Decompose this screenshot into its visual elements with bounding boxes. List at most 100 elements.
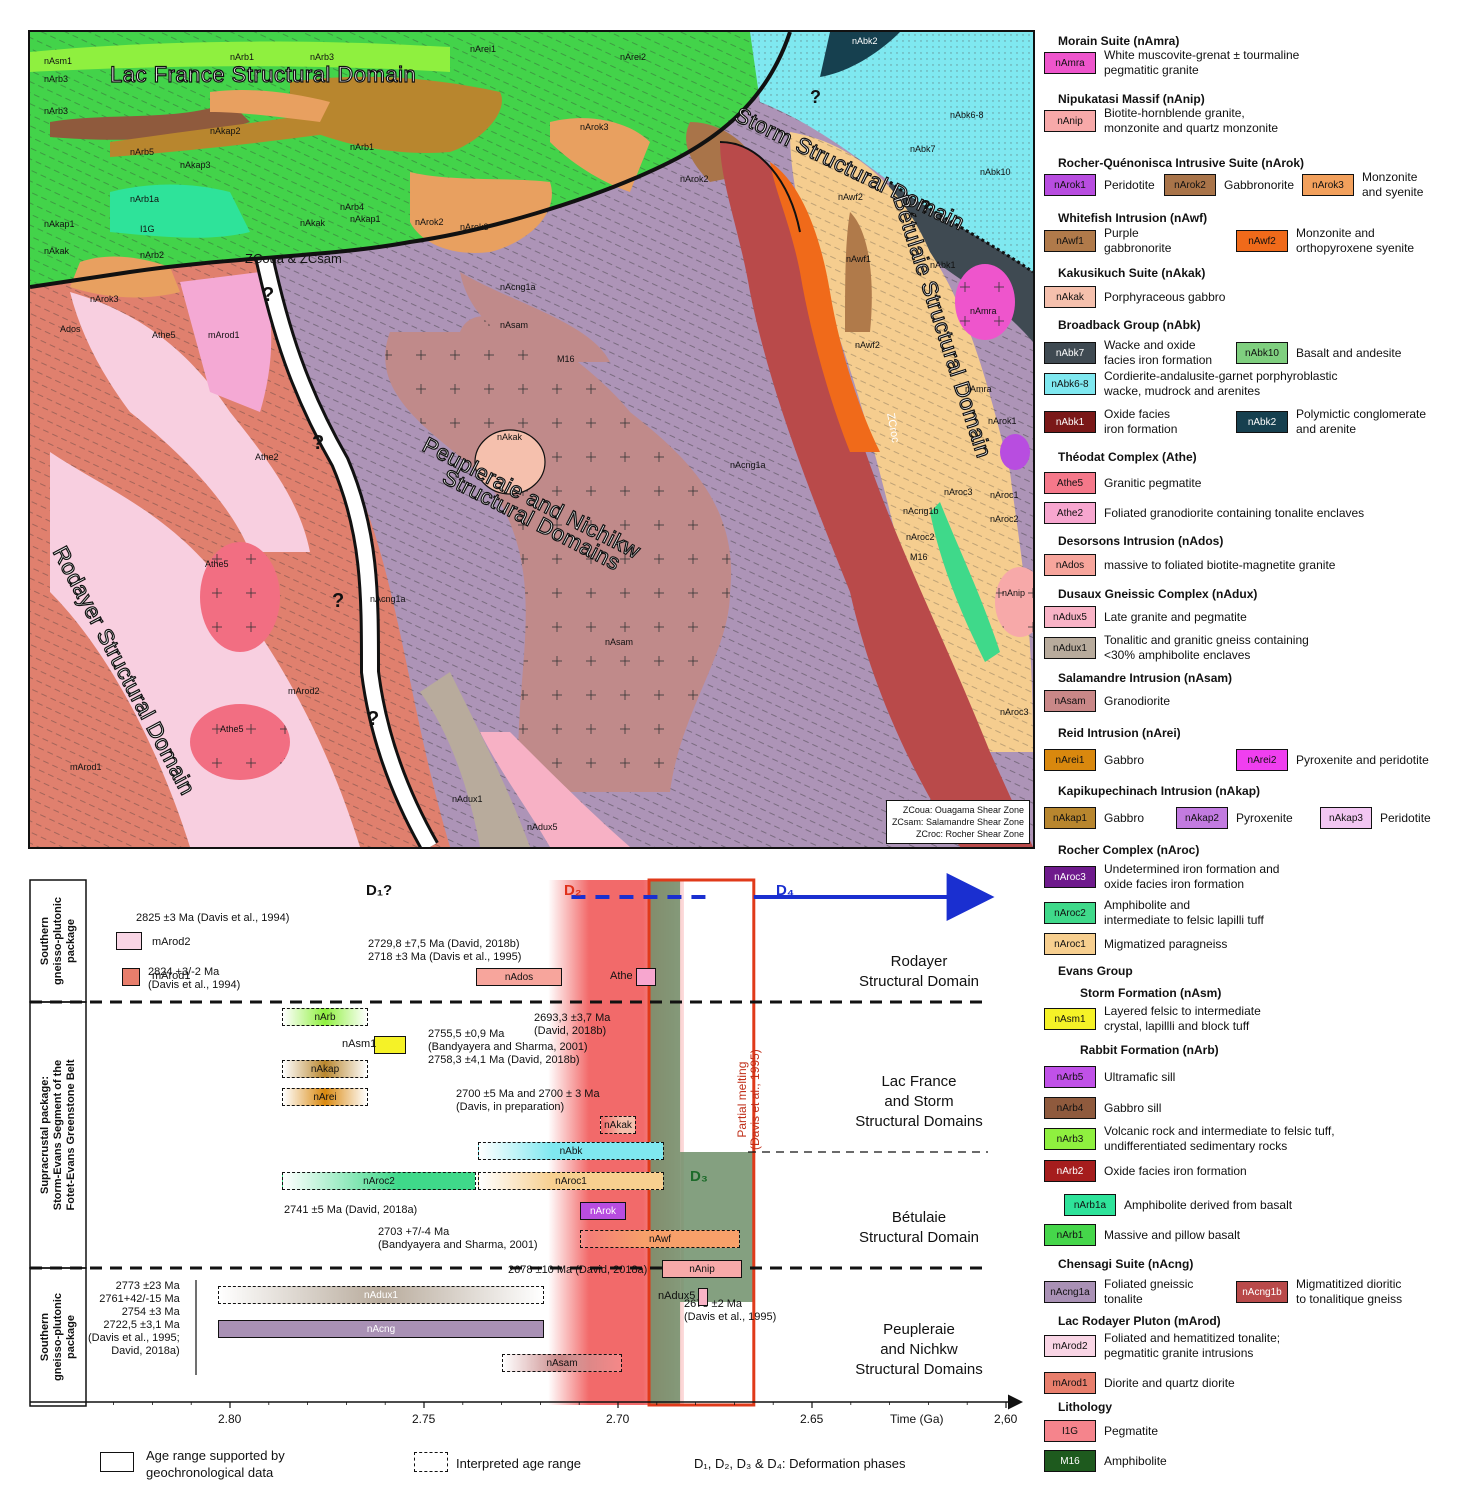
legend-description: Foliated granodiorite containing tonalit… [1104, 505, 1365, 520]
legend-group-title: Storm Formation (nAsm) [1080, 986, 1222, 1000]
bar-marod1 [122, 968, 140, 986]
map-label-nacng1a-b: nAcng1a [730, 460, 766, 470]
map-label-nacng1b: nAcng1b [903, 506, 939, 516]
legend-swatch-nawf2: nAwf2 [1236, 230, 1288, 252]
map-label-narb1-b: nArb1 [350, 142, 375, 152]
map-label-nakak-c: nAkak [497, 432, 523, 442]
legend-description: Diorite and quartz diorite [1104, 1375, 1235, 1390]
domain-name-peupleraie: Peupleraie and Nichkw Structural Domains [855, 1321, 983, 1378]
map-label-narb3-b: nArb3 [44, 106, 69, 116]
map-label-m16-a: M16 [557, 354, 575, 364]
age-naroc2: 2741 ±5 Ma (David, 2018a) [284, 1204, 418, 1216]
map-label-nawf1: nAwf1 [846, 254, 871, 264]
legend-description: Purple gabbronorite [1104, 226, 1172, 255]
map-label-m16-b: M16 [910, 552, 928, 562]
bar-narok: nArok [580, 1202, 626, 1220]
legend-description: Gabbro [1104, 752, 1145, 767]
legend-group-title: Evans Group [1058, 964, 1133, 978]
map-label-naroc3-b: nAroc3 [1000, 707, 1029, 717]
legend-group-title: Théodat Complex (Athe) [1058, 450, 1197, 464]
legend-description: Pyroxenite and peridotite [1296, 752, 1429, 767]
footer-solid-label: Age range supported by geochronological … [146, 1448, 285, 1480]
legend-swatch-m16: M16 [1044, 1450, 1096, 1472]
legend-swatch-nabk6-8: nAbk6-8 [1044, 373, 1096, 395]
shear-zone-key: ZCoua: Ouagama Shear Zone ZCsam: Salaman… [885, 800, 1030, 844]
map-label-naroc3-a: nAroc3 [944, 487, 973, 497]
legend-description: Undetermined iron formation and oxide fa… [1104, 862, 1280, 891]
map-label-narok3-b: nArok3 [580, 122, 609, 132]
legend-swatch-narei2: nArei2 [1236, 749, 1288, 771]
map-label-nakak-b: nAkak [300, 218, 326, 228]
map-label-athe5-b: Athe5 [205, 559, 229, 569]
map-label-nawf2-a: nAwf2 [838, 192, 863, 202]
map-label-athe5-a: Athe5 [152, 330, 176, 340]
axis-tick-label: 2.75 [412, 1412, 436, 1426]
map-label-narok2-a: nArok2 [415, 217, 444, 227]
legend-description: Wacke and oxide facies iron formation [1104, 338, 1213, 367]
age-nacng: 2773 ±23 Ma 2761+42/-15 Ma 2754 ±3 Ma 27… [88, 1280, 180, 1357]
map-label-namra-a: nAmra [970, 306, 997, 316]
bar-narb: nArb [282, 1008, 368, 1026]
legend-swatch-narb3: nArb3 [1044, 1128, 1096, 1150]
band-label-2: Supracrustal package: Storm-Evans Segmen… [38, 1059, 77, 1211]
footer-phases-label: D₁, D₂, D₃ & D₄: Deformation phases [694, 1456, 906, 1471]
legend-group-title: Kapikupechinach Intrusion (nAkap) [1058, 784, 1261, 798]
bar-naroc1: nAroc1 [478, 1172, 664, 1190]
bar-nados: nAdos [476, 968, 562, 986]
unit-narok1-area [1000, 434, 1030, 470]
legend-group-title: Kakusikuch Suite (nAkak) [1058, 266, 1206, 280]
legend-description: Biotite-hornblende granite, monzonite an… [1104, 106, 1279, 135]
label-d1: D₁? [366, 882, 393, 899]
legend-swatch-marod2: mArod2 [1044, 1335, 1096, 1357]
legend-description: Granitic pegmatite [1104, 475, 1202, 490]
legend-swatch-nasm1: nAsm1 [1044, 1008, 1096, 1030]
map-label-nabk2: nAbk2 [852, 36, 878, 46]
map-label-naroc1: nAroc1 [990, 490, 1019, 500]
legend-swatch-nawf1: nAwf1 [1044, 230, 1096, 252]
domain-name-rodayer: Rodayer Structural Domain [858, 953, 980, 990]
unit-nawf2-area [770, 162, 880, 452]
legend-description: Monzonite and syenite [1362, 170, 1424, 199]
map-label-naroc2: nAroc2 [990, 514, 1019, 524]
legend-group-title: Lac Rodayer Pluton (mArod) [1058, 1314, 1221, 1328]
footer-dashed-swatch [414, 1452, 448, 1472]
map-label-narb3-c: nArb3 [310, 52, 335, 62]
label-lac-france-domain: Lac France Structural Domain [109, 61, 417, 87]
map-label-narok3-c: nArok3 [90, 294, 119, 304]
legend-swatch-narb5: nArb5 [1044, 1066, 1096, 1088]
map-label-narb5: nArb5 [130, 147, 155, 157]
map-label-nabk7: nAbk7 [910, 144, 936, 154]
map-label-i1g: I1G [140, 224, 155, 234]
label-d3: D₃ [690, 1168, 708, 1185]
map-label-nawf2-b: nAwf2 [855, 340, 880, 350]
legend-description: Cordierite-andalusite-garnet porphyrobla… [1104, 369, 1338, 398]
age-nasm: 2755,5 ±0,9 Ma (Bandyayera and Sharma, 2… [428, 1028, 588, 1066]
legend-swatch-nakak: nAkak [1044, 286, 1096, 308]
legend-description: Basalt and andesite [1296, 345, 1402, 360]
bar-nasam: nAsam [502, 1354, 622, 1372]
legend-swatch-nabk10: nAbk10 [1236, 342, 1288, 364]
axis-tick-label: 2.65 [800, 1412, 824, 1426]
legend-swatch-athe5: Athe5 [1044, 472, 1096, 494]
bar-nakap: nAkap [282, 1060, 368, 1078]
legend-description: Amphibolite [1104, 1453, 1167, 1468]
legend-swatch-narei1: nArei1 [1044, 749, 1096, 771]
map-label-narok1: nArok1 [988, 416, 1017, 426]
key-line-zcsam: ZCsam: Salamandre Shear Zone [891, 817, 1024, 827]
legend-group-title: Broadback Group (nAbk) [1058, 318, 1201, 332]
age-nanip: 2678 ±10 Ma (David, 2018a) [508, 1264, 648, 1276]
legend-description: Foliated gneissic tonalite [1104, 1277, 1194, 1306]
legend-swatch-narb1: nArb1 [1044, 1224, 1096, 1246]
legend-group-title: Rocher-Quénonisca Intrusive Suite (nArok… [1058, 156, 1305, 170]
legend-swatch-nadux1: nAdux1 [1044, 637, 1096, 659]
bar-nanip: nAnip [662, 1260, 742, 1278]
map-label-nanip: nAnip [1002, 588, 1026, 598]
question-mark-2: ? [312, 432, 325, 454]
legend-swatch-nadux5: nAdux5 [1044, 606, 1096, 628]
map-label-nabk1: nAbk1 [930, 260, 956, 270]
bar-nadux1: nAdux1 [218, 1286, 544, 1304]
legend-description: Tonalitic and granitic gneiss containing… [1104, 633, 1309, 662]
legend-group-title: Salamandre Intrusion (nAsam) [1058, 671, 1233, 685]
map-label-nakap1-a: nAkap1 [44, 219, 75, 229]
legend-swatch-marod1: mArod1 [1044, 1372, 1096, 1394]
